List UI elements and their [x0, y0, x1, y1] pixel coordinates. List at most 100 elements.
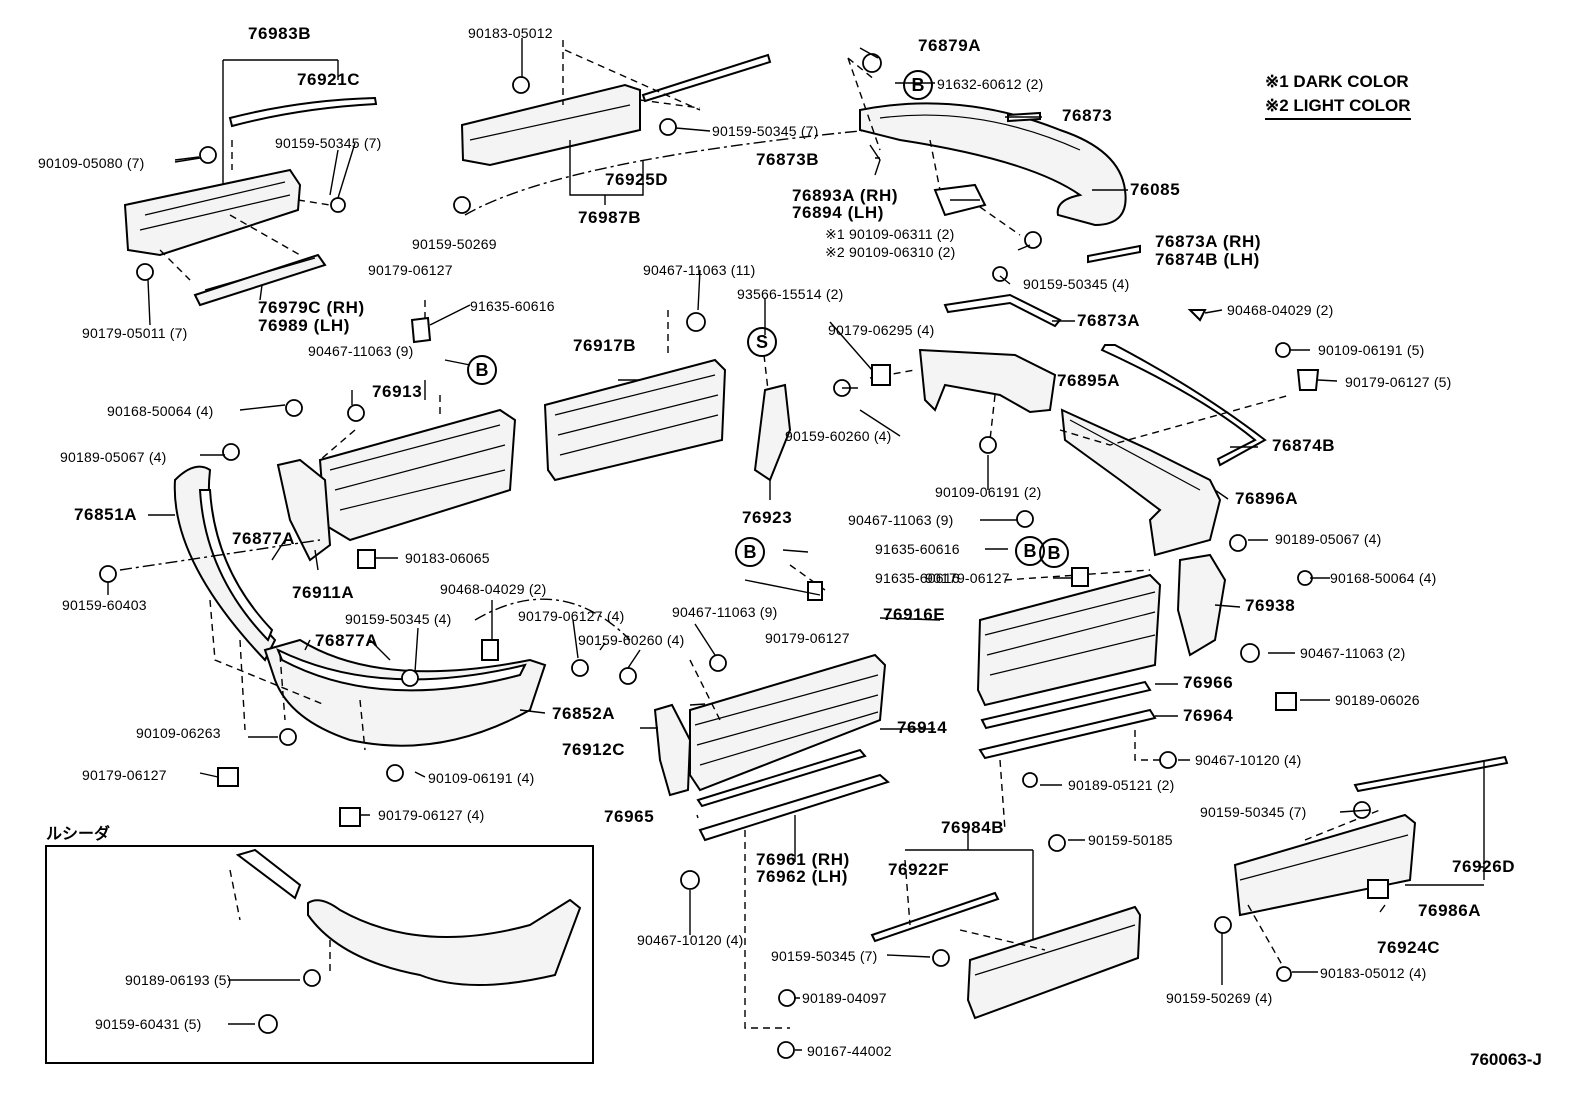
part-callout-label: 76873B — [756, 150, 820, 169]
part-callout-label: 76852A — [552, 704, 616, 723]
part-callout-label: 90109-06191 (5) — [1318, 342, 1425, 358]
part-callout-label: 90168-50064 (4) — [1330, 570, 1437, 586]
part-callout-label: 76987B — [578, 208, 642, 227]
part-callout-label: 76895A — [1057, 371, 1121, 390]
part-callout-label: 90159-50269 — [412, 236, 497, 252]
part-callout-label: 76874B (LH) — [1155, 250, 1260, 269]
part-callout-label: 90468-04029 (2) — [440, 581, 547, 597]
part-76983B-group — [123, 59, 378, 307]
part-76914-side-panel — [653, 564, 890, 1059]
figure-code: 760063-J — [1470, 1050, 1542, 1069]
part-callout-label: 76085 — [1130, 180, 1181, 199]
part-callout-label: 76911A — [292, 583, 355, 602]
part-callout-label: 90159-50269 (4) — [1166, 990, 1273, 1006]
part-callout-label: 93566-15514 (2) — [737, 286, 844, 302]
part-callout-label: 90183-05012 — [468, 25, 553, 41]
part-callout-label: 90159-50345 (4) — [1023, 276, 1130, 292]
part-callout-label: 90179-06127 (4) — [378, 807, 485, 823]
part-callout-label: 90179-06127 (5) — [1345, 374, 1452, 390]
part-callout-label: 90159-60431 (5) — [95, 1016, 202, 1032]
legend-dark-color: ※1 DARK COLOR — [1265, 72, 1409, 91]
part-callout-label: 90467-11063 (9) — [308, 343, 414, 359]
part-callout-label: 76964 — [1183, 706, 1234, 725]
variant-title: ルシーダ — [46, 826, 111, 843]
part-callout-label: 76873A — [1077, 311, 1141, 330]
part-callout-label: 76877A — [315, 631, 379, 650]
part-callout-label: 90179-06127 (4) — [518, 608, 625, 624]
part-callout-label: 90109-05080 (7) — [38, 155, 145, 171]
part-callout-label: ※1 90109-06311 (2) — [825, 226, 955, 242]
part-callout-label: 76984B — [941, 818, 1005, 837]
part-callout-label: 90179-06127 — [765, 630, 850, 646]
part-callout-label: 76894 (LH) — [792, 203, 884, 222]
reference-circle-mark: B — [903, 70, 933, 100]
part-callout-label: 90468-04029 (2) — [1227, 302, 1334, 318]
part-callout-label: 91635-60616 — [875, 570, 960, 586]
part-callout-label: 90189-05121 (2) — [1068, 777, 1175, 793]
part-callout-label: 90183-05012 (4) — [1320, 965, 1427, 981]
part-callout-label: 76962 (LH) — [756, 867, 848, 886]
part-callout-label: 90189-05067 (4) — [1275, 531, 1382, 547]
part-76913-panel — [222, 300, 517, 569]
reference-circle-mark: B — [735, 537, 765, 567]
part-variant-lip — [229, 848, 582, 1034]
part-callout-label: 90189-06026 — [1335, 692, 1420, 708]
part-callout-label: 76926D — [1452, 857, 1516, 876]
part-callout-label: 90109-06191 (2) — [935, 484, 1042, 500]
reference-circle-mark: S — [747, 327, 777, 357]
part-callout-label: 90179-06127 — [368, 262, 453, 278]
part-callout-label: 76912C — [562, 740, 626, 759]
reference-circle-mark: B — [467, 355, 497, 385]
part-callout-label: 76966 — [1183, 673, 1234, 692]
part-callout-label: 90467-11063 (2) — [1300, 645, 1406, 661]
part-callout-label: 90167-44002 — [807, 1043, 892, 1059]
part-callout-label: 90159-60403 — [62, 597, 147, 613]
part-callout-label: 90159-60260 (4) — [578, 632, 685, 648]
part-callout-label: 90467-11063 (11) — [643, 262, 756, 278]
part-callout-label: 76983B — [248, 24, 312, 43]
part-76916E-side-panel — [976, 510, 1313, 852]
part-callout-label: 90179-05011 (7) — [82, 325, 188, 341]
part-callout-label: 90159-50345 (7) — [275, 135, 382, 151]
part-callout-label: 90168-50064 (4) — [107, 403, 214, 419]
part-callout-label: 90179-06295 (4) — [828, 322, 935, 338]
part-callout-label: 91632-60612 (2) — [937, 76, 1044, 92]
part-callout-label: 90159-60260 (4) — [785, 428, 892, 444]
part-callout-label: 76922F — [888, 860, 950, 879]
part-callout-label: 90159-50345 (7) — [1200, 804, 1307, 820]
part-76923-bracket — [753, 354, 792, 482]
part-76986A-rocker — [1214, 755, 1509, 982]
part-callout-label: ※2 90109-06310 (2) — [825, 244, 956, 260]
part-callout-label: 76989 (LH) — [258, 316, 350, 335]
part-76085-spoiler — [847, 53, 1141, 282]
color-legend: ※1 DARK COLOR ※2 LIGHT COLOR — [1265, 70, 1411, 120]
part-callout-label: 76925D — [605, 170, 669, 189]
part-callout-label: 91635-60616 — [875, 541, 960, 557]
part-callout-label: 76979C (RH) — [258, 298, 365, 317]
part-callout-label: 90183-06065 — [405, 550, 490, 566]
part-callout-label: 90159-50185 — [1088, 832, 1173, 848]
part-callout-label: 76913 — [372, 382, 423, 401]
part-callout-label: 90189-04097 — [802, 990, 887, 1006]
part-callout-label: 90109-06191 (4) — [428, 770, 535, 786]
part-callout-label: 91635-60616 — [470, 298, 555, 314]
part-callout-label: 90467-10120 (4) — [637, 932, 744, 948]
part-76987B-group — [453, 40, 871, 216]
part-callout-label: 76893A (RH) — [792, 186, 899, 205]
part-callout-label: 90189-05067 (4) — [60, 449, 167, 465]
part-callout-label: 90179-06127 — [82, 767, 167, 783]
part-callout-label: 90159-50345 (4) — [345, 611, 452, 627]
part-callout-label: 76851A — [74, 505, 138, 524]
variant-inset-box — [45, 845, 594, 1064]
part-callout-label: 76921C — [297, 70, 361, 89]
part-callout-label: 76877A — [232, 529, 296, 548]
part-callout-label: 90467-11063 (9) — [848, 512, 954, 528]
reference-circle-mark: B — [1039, 538, 1069, 568]
part-callout-label: 76873 — [1062, 106, 1113, 125]
part-callout-label: 76917B — [573, 336, 637, 355]
part-callout-label: 76923 — [742, 508, 793, 527]
part-76984B-rocker — [870, 830, 1142, 1020]
part-callout-label: 76916E — [883, 605, 946, 624]
part-callout-label: 90159-50345 (7) — [771, 948, 878, 964]
part-callout-label: 76924C — [1377, 938, 1441, 957]
